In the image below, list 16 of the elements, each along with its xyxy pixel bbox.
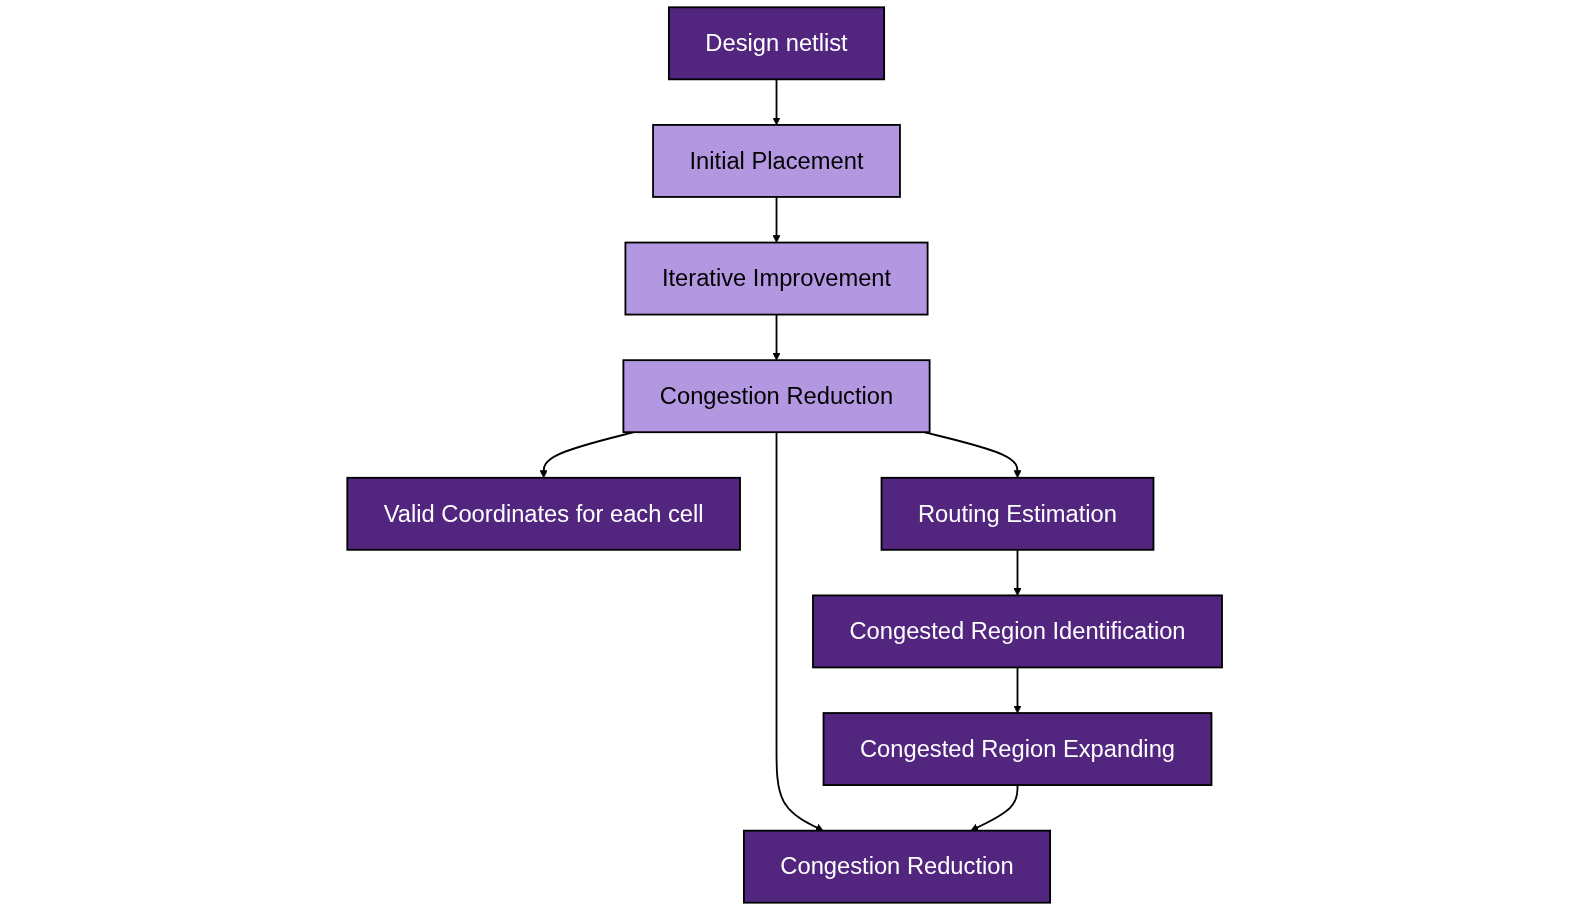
node-box: Congestion Reduction <box>622 359 931 434</box>
arrow <box>772 78 781 126</box>
node-box: Congested Region Identification <box>812 594 1224 669</box>
node-box: Routing Estimation <box>880 476 1155 551</box>
arrow <box>772 196 781 243</box>
node-box: Congested Region Expanding <box>822 712 1213 786</box>
arrow <box>1013 666 1022 714</box>
node-box: Congestion Reduction <box>743 829 1052 904</box>
arrow <box>970 784 1019 832</box>
arrow <box>772 313 781 361</box>
node-box: Initial Placement <box>652 124 902 198</box>
arrow <box>1013 548 1022 596</box>
node-box: Valid Coordinates for each cell <box>346 476 742 551</box>
node-box: Iterative Improvement <box>624 241 929 316</box>
arrow <box>775 431 824 832</box>
node-box: Design netlist <box>668 6 886 81</box>
